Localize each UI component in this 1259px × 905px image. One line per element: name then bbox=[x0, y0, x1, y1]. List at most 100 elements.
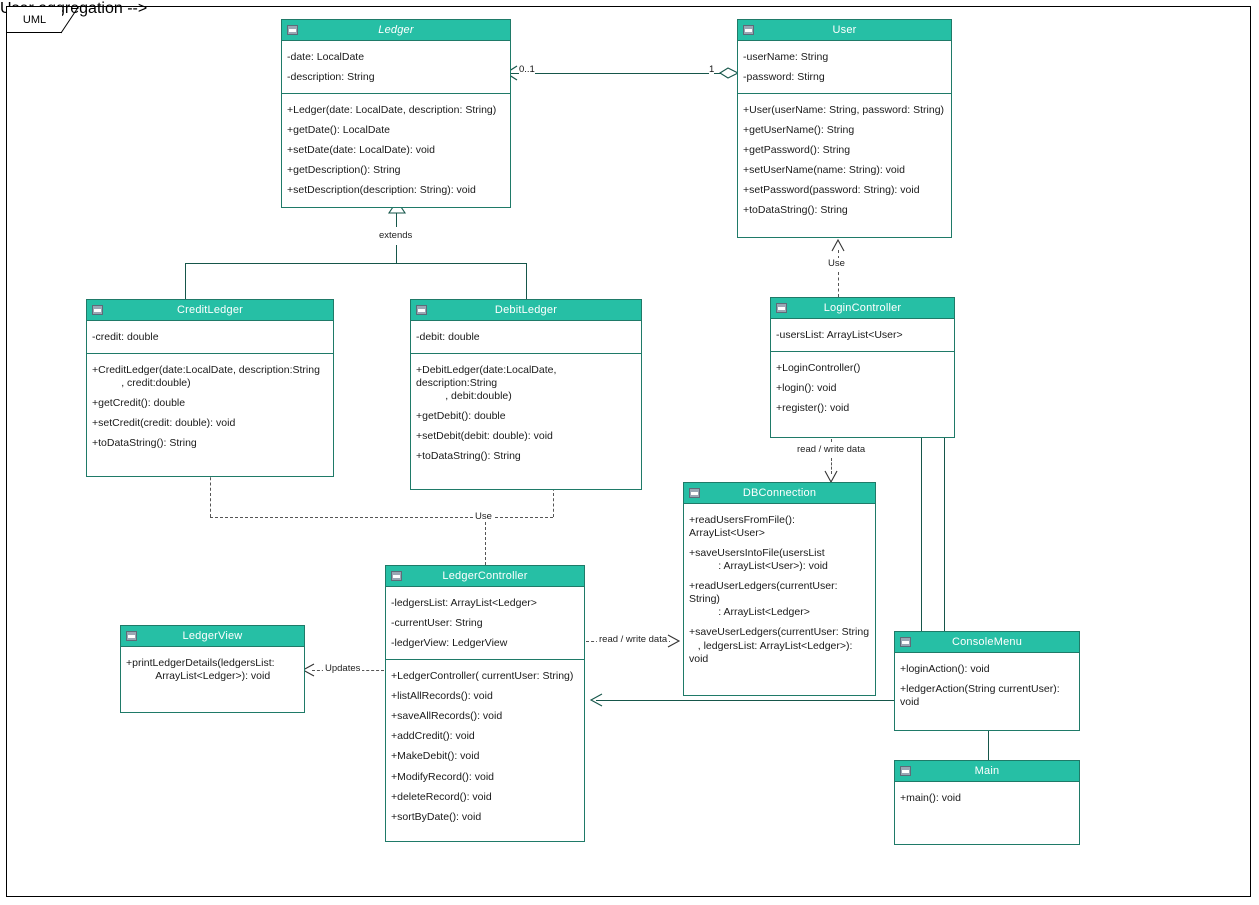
class-login-controller-title: LoginController bbox=[823, 302, 902, 314]
method: +toDataString(): String bbox=[416, 450, 521, 463]
class-db-connection[interactable]: DBConnection +readUsersFromFile(): Array… bbox=[683, 482, 876, 697]
method: +ModifyRecord(): void bbox=[391, 770, 494, 783]
class-login-controller-header: LoginController bbox=[771, 298, 954, 319]
class-console-menu-methods: +loginAction(): void +ledgerAction(Strin… bbox=[895, 653, 1079, 730]
class-ledger-controller[interactable]: LedgerController -ledgersList: ArrayList… bbox=[385, 565, 585, 843]
minimize-icon[interactable] bbox=[900, 637, 911, 647]
class-ledger-header: Ledger bbox=[282, 20, 510, 41]
method: +DebitLedger(date:LocalDate, description… bbox=[416, 363, 557, 402]
attribute: -ledgerView: LedgerView bbox=[391, 636, 508, 649]
minimize-icon[interactable] bbox=[900, 766, 911, 776]
edge-extends-bus bbox=[185, 263, 526, 264]
class-console-menu-header: ConsoleMenu bbox=[895, 632, 1079, 653]
method: +listAllRecords(): void bbox=[391, 690, 493, 702]
minimize-icon[interactable] bbox=[743, 25, 754, 35]
method: +setUserName(name: String): void bbox=[743, 164, 905, 177]
class-user[interactable]: User -userName: String -password: Stirng… bbox=[737, 19, 952, 238]
method: +getPassword(): String bbox=[743, 144, 851, 156]
class-main[interactable]: Main +main(): void bbox=[894, 760, 1080, 846]
edge-login-user-upper bbox=[838, 250, 839, 259]
method: +CreditLedger(date:LocalDate, descriptio… bbox=[92, 363, 320, 389]
method: +getUserName(): String bbox=[743, 123, 855, 136]
extends-label: extends bbox=[377, 230, 415, 241]
method: +saveUserLedgers(currentUser: String , l… bbox=[689, 626, 870, 665]
class-ledger-methods: +Ledger(date: LocalDate, description: St… bbox=[282, 93, 510, 207]
method: +sortByDate(): void bbox=[391, 810, 482, 823]
class-credit-ledger[interactable]: CreditLedger -credit: double +CreditLedg… bbox=[86, 299, 334, 477]
uml-tab-slant bbox=[61, 6, 80, 34]
diagram-frame bbox=[6, 6, 1251, 897]
read-write-data-label-login: read / write data bbox=[795, 444, 868, 455]
method: +getDescription(): String bbox=[287, 164, 401, 177]
minimize-icon[interactable] bbox=[689, 488, 700, 498]
edge-extends-to-credit bbox=[185, 263, 186, 299]
updates-label: Updates bbox=[323, 663, 363, 674]
class-main-methods: +main(): void bbox=[895, 782, 1079, 844]
arrow-open-use-user bbox=[831, 238, 845, 252]
attribute: -credit: double bbox=[92, 330, 159, 343]
arrow-console-to-ledgercontroller bbox=[589, 693, 603, 707]
method: +LedgerController( currentUser: String) bbox=[391, 669, 574, 682]
class-ledger-view[interactable]: LedgerView +printLedgerDetails(ledgersLi… bbox=[120, 625, 305, 714]
minimize-icon[interactable] bbox=[776, 303, 787, 313]
minimize-icon[interactable] bbox=[126, 631, 137, 641]
class-console-menu[interactable]: ConsoleMenu +loginAction(): void +ledger… bbox=[894, 631, 1080, 732]
method: +getDebit(): double bbox=[416, 410, 506, 422]
arrow-open-ledger-db bbox=[667, 634, 681, 648]
minimize-icon[interactable] bbox=[416, 305, 427, 315]
class-debit-ledger-methods: +DebitLedger(date:LocalDate, description… bbox=[411, 353, 641, 489]
method: +toDataString(): String bbox=[743, 204, 848, 217]
minimize-icon[interactable] bbox=[287, 25, 298, 35]
method: +register(): void bbox=[776, 401, 850, 414]
edge-extends-stem-lower bbox=[396, 245, 397, 263]
method: +loginAction(): void bbox=[900, 662, 990, 675]
use-label-ledger-controller: Use bbox=[473, 511, 494, 522]
class-login-controller-methods: +LoginController() +login(): void +regis… bbox=[771, 351, 954, 436]
method: +setDescription(description: String): vo… bbox=[287, 184, 476, 197]
attribute: -usersList: ArrayList<User> bbox=[776, 328, 903, 341]
method: +saveAllRecords(): void bbox=[391, 710, 503, 723]
edge-login-db-lower bbox=[831, 458, 832, 474]
class-login-controller-attributes: -usersList: ArrayList<User> bbox=[771, 319, 954, 351]
class-ledger-view-title: LedgerView bbox=[182, 630, 243, 642]
edge-extends-stem bbox=[396, 213, 397, 227]
method: +readUsersFromFile(): ArrayList<User> bbox=[689, 513, 798, 539]
method: +MakeDebit(): void bbox=[391, 750, 480, 763]
attribute: -currentUser: String bbox=[391, 616, 483, 629]
attribute: -ledgersList: ArrayList<Ledger> bbox=[391, 596, 537, 609]
class-db-connection-header: DBConnection bbox=[684, 483, 875, 504]
method: +readUserLedgers(currentUser: String) : … bbox=[689, 580, 838, 619]
class-debit-ledger[interactable]: DebitLedger -debit: double +DebitLedger(… bbox=[410, 299, 642, 490]
attribute: -userName: String bbox=[743, 50, 829, 63]
minimize-icon[interactable] bbox=[92, 305, 103, 315]
attribute: -password: Stirng bbox=[743, 70, 825, 83]
edge-console-login bbox=[921, 420, 922, 631]
attribute: -debit: double bbox=[416, 330, 480, 343]
method: +saveUsersIntoFile(usersList : ArrayList… bbox=[689, 546, 828, 572]
class-debit-ledger-attributes: -debit: double bbox=[411, 321, 641, 353]
edge-use-bus bbox=[210, 517, 553, 518]
class-debit-ledger-header: DebitLedger bbox=[411, 300, 641, 321]
method: +User(userName: String, password: String… bbox=[743, 103, 945, 116]
multiplicity-ledger: 0..1 bbox=[519, 64, 535, 75]
edge-console-ledgercontroller bbox=[596, 700, 894, 701]
method: +main(): void bbox=[900, 791, 961, 804]
method: +getCredit(): double bbox=[92, 396, 186, 409]
class-login-controller[interactable]: LoginController -usersList: ArrayList<Us… bbox=[770, 297, 955, 438]
class-db-connection-methods: +readUsersFromFile(): ArrayList<User> +s… bbox=[684, 504, 875, 695]
method: +getDate(): LocalDate bbox=[287, 123, 391, 136]
class-user-header: User bbox=[738, 20, 951, 41]
class-ledger-attributes: -date: LocalDate -description: String bbox=[282, 41, 510, 93]
method: +setDate(date: LocalDate): void bbox=[287, 144, 435, 156]
class-ledger[interactable]: Ledger -date: LocalDate -description: St… bbox=[281, 19, 511, 208]
method: +LoginController() bbox=[776, 361, 861, 374]
use-label-login-user: Use bbox=[826, 258, 847, 269]
class-user-methods: +User(userName: String, password: String… bbox=[738, 93, 951, 237]
edge-use-credit-stem bbox=[210, 472, 211, 517]
class-ledger-controller-methods: +LedgerController( currentUser: String) … bbox=[386, 659, 584, 841]
minimize-icon[interactable] bbox=[391, 571, 402, 581]
edge-extends-to-debit bbox=[526, 263, 527, 299]
edge-ledger-user bbox=[511, 73, 738, 74]
class-ledger-controller-attributes: -ledgersList: ArrayList<Ledger> -current… bbox=[386, 587, 584, 659]
